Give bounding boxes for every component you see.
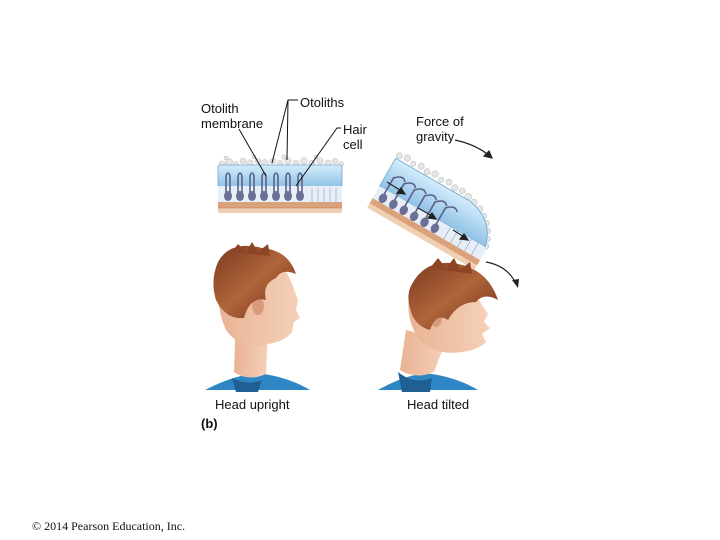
macula-upright [218,155,344,213]
label-head-tilted: Head tilted [407,397,469,412]
macula-tilted [366,150,508,270]
head-tilted [378,258,519,392]
label-head-upright: Head upright [215,397,289,412]
label-otoliths: Otoliths [300,95,344,110]
copyright-notice: © 2014 Pearson Education, Inc. [32,519,185,534]
head-tilt-arrow [486,262,516,284]
otolith-membrane-upright [218,165,342,187]
panel-tag: (b) [201,416,218,431]
head-upright [205,242,310,392]
label-otolith-membrane: Otolith membrane [201,101,263,131]
label-hair-cell: Hair cell [343,122,367,152]
label-force-of-gravity: Force of gravity [416,114,464,144]
